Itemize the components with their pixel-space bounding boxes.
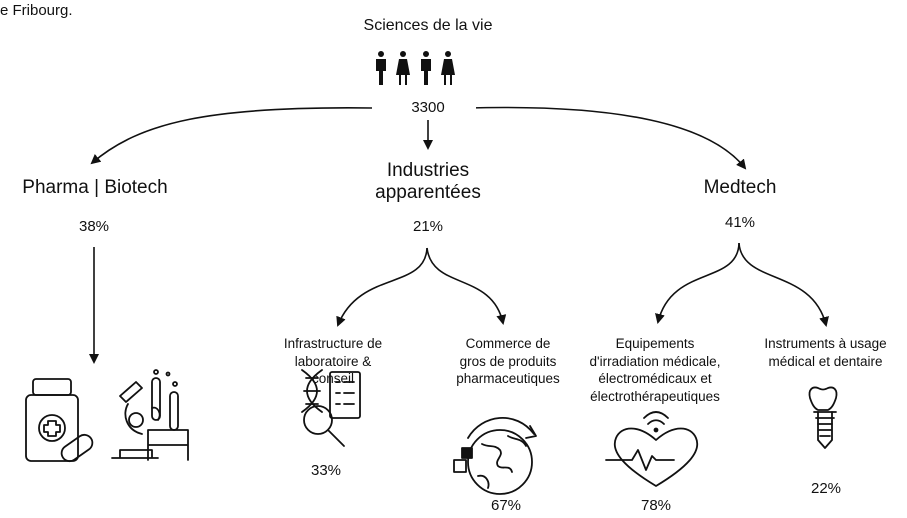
arrow-instruments	[738, 242, 829, 327]
arrow-to-medtech	[467, 106, 747, 170]
pharma-label: Pharma | Biotech	[22, 177, 168, 198]
arrow-infra	[336, 247, 428, 327]
header-fragment: e Fribourg.	[0, 2, 73, 19]
commerce-share: 67%	[490, 497, 522, 514]
root-label: Sciences de la vie	[363, 17, 493, 34]
industries-label-2: apparentées	[375, 182, 481, 203]
industries-share: 21%	[412, 218, 444, 235]
instruments-label: Instruments à usage médical et dentaire	[764, 336, 887, 369]
arrow-to-pharma	[90, 107, 373, 165]
arrow-equipements	[655, 242, 740, 324]
dental-implant-icon	[808, 386, 838, 449]
medtech-share: 41%	[724, 214, 756, 231]
dna-research-icon	[301, 369, 361, 447]
infra-share: 33%	[310, 462, 342, 479]
medtech-label: Medtech	[703, 177, 777, 198]
globe-shipping-icon	[453, 417, 537, 495]
industries-label-1: Industries	[386, 160, 470, 181]
people-icon	[376, 51, 455, 85]
medicine-bottle-icon	[25, 378, 94, 463]
microscope-lab-icon	[111, 369, 189, 461]
instruments-share: 22%	[810, 480, 842, 497]
commerce-label: Commerce de gros de produits pharmaceuti…	[456, 336, 560, 387]
heart-monitor-icon	[605, 411, 699, 487]
equipements-label: Equipements d'irradiation médicale, élec…	[589, 336, 721, 404]
equipements-share: 78%	[640, 497, 672, 514]
arrow-commerce	[426, 247, 507, 325]
pharma-share: 38%	[78, 218, 110, 235]
root-total: 3300	[380, 99, 476, 117]
infra-label: Infrastructure de laboratoire & conseil	[283, 336, 383, 387]
